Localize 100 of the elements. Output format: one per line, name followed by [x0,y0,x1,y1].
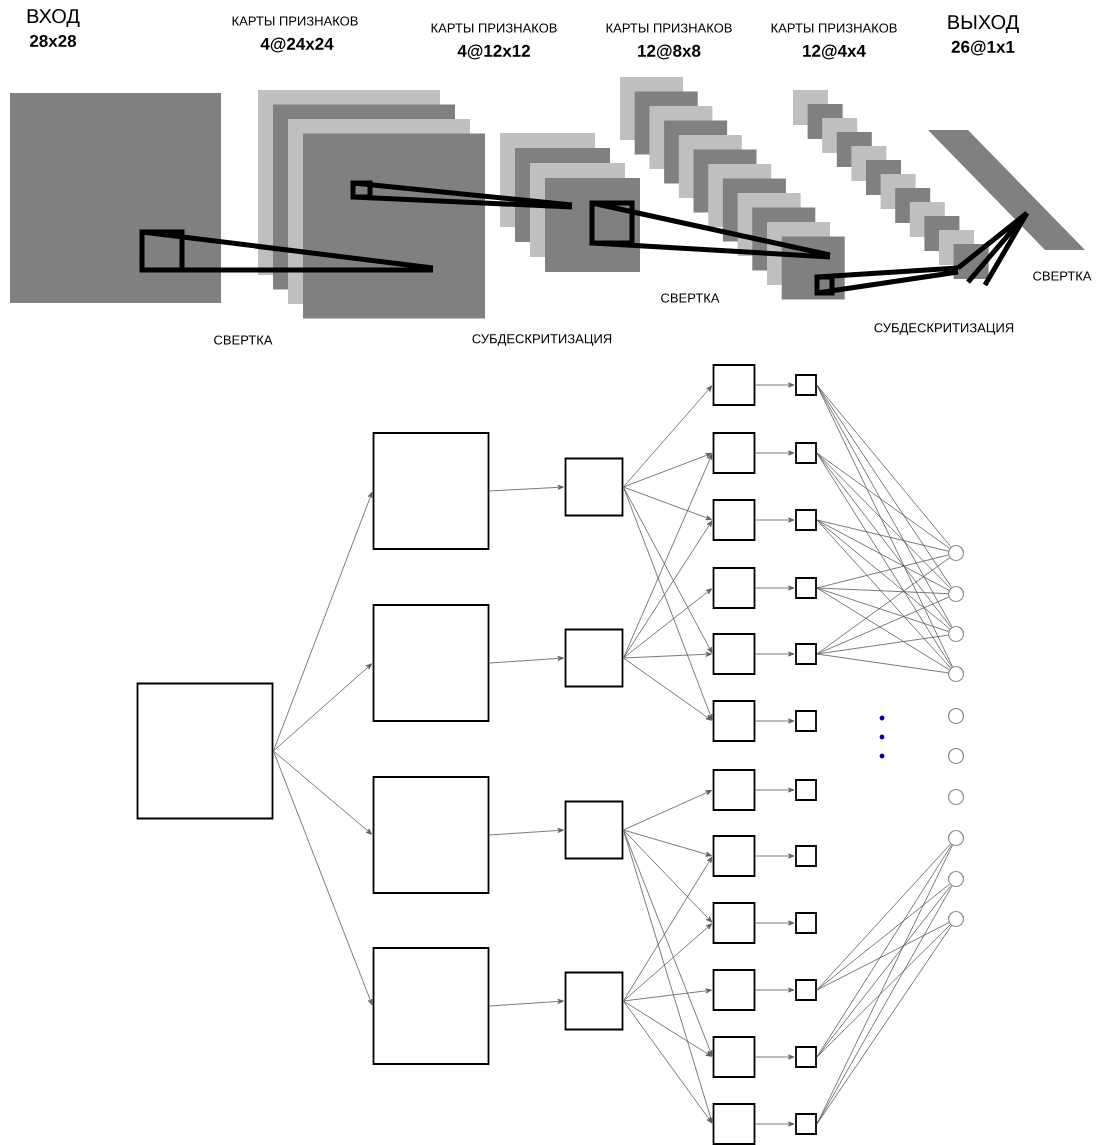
arrow [273,750,373,1006]
connector-line [816,883,951,991]
feature-map-box [564,457,624,517]
layer-size: 4@24x24 [260,37,334,53]
layer-size: 28x28 [29,35,77,47]
arrow [623,651,712,659]
feature-map-box [795,979,817,1001]
arrow [273,491,373,752]
feature-map-box [795,1113,817,1135]
arrow [489,655,564,664]
feature-map-box [712,902,756,944]
arrow [623,657,713,721]
operation-label: СВЕРТКА [661,293,720,303]
neuron-circle [947,910,965,928]
connector-line [816,452,950,549]
connector-line [816,519,949,552]
neuron-circle [947,665,965,683]
feature-map-box [712,769,756,811]
layer-title: КАРТЫ ПРИЗНАКОВ [606,23,732,33]
feature-map-box [795,577,817,599]
arrow [755,1054,795,1060]
layer-title: ВЫХОД [948,15,1019,33]
neuron-circle [947,707,965,725]
arrow [489,827,564,836]
connector-line [816,634,949,655]
feature-map-box [712,700,756,742]
feature-map-box [712,499,756,541]
arrow [623,923,713,1002]
feature-map-box [564,800,624,860]
feature-map-box [795,912,817,934]
arrow [623,790,712,831]
connector-line [816,587,950,671]
layer-size: 4@12x12 [457,44,530,60]
layer-title: КАРТЫ ПРИЗНАКОВ [232,16,358,26]
arrow [755,787,795,793]
feature-map-box [712,432,756,474]
feature-map-box [712,835,756,877]
connector-line [816,653,949,674]
feature-map-box [372,776,490,894]
feature-map-box [712,969,756,1011]
connector-line [816,843,951,991]
neuron-circle [947,870,965,888]
connector-line [816,452,953,668]
feature-map-box [795,779,817,801]
arrow [623,385,713,488]
arrow [755,920,795,926]
feature-map-box [372,947,490,1065]
arrow [623,453,713,659]
operation-label: СВЕРТКА [1033,271,1092,281]
feature-map-box [712,364,756,406]
feature-map-box [372,432,490,550]
operation-label: СУБДЕСКРИТИЗАЦИЯ [472,334,612,346]
arrow [623,1000,713,1057]
arrow [623,1000,713,1124]
arrow [755,450,795,456]
feature-map-box [712,1036,756,1078]
layer-title: КАРТЫ ПРИЗНАКОВ [431,23,557,33]
arrow [623,829,714,1124]
feature-map-box [564,628,624,688]
arrow [755,651,795,657]
arrow [623,988,712,1002]
arrow [623,829,713,923]
operation-label: СУБДЕСКРИТИЗАЦИЯ [874,323,1014,335]
arrow [755,987,795,993]
arrow [623,486,713,721]
neuron-circle [947,585,965,603]
neuron-circle [947,544,965,562]
feature-map-box [795,845,817,867]
connector-line [816,384,952,548]
feature-map-box [564,971,624,1031]
feature-map-box [712,567,756,609]
arrow [623,829,712,857]
feature-map-box [795,509,817,531]
layer-size: 26@1x1 [951,40,1015,56]
connector-line [816,596,949,655]
neuron-circle [947,829,965,847]
arrow [489,484,564,492]
feature-map-box [712,633,756,675]
arrow [755,517,795,523]
arrow [755,1121,795,1127]
feature-map-box [136,682,274,820]
layer-size: 12@8x8 [638,44,701,60]
arrow [273,663,373,752]
feature-map-box [372,604,490,722]
connector-line [816,925,952,1125]
feature-map-box [795,643,817,665]
connector-line [816,557,950,655]
feature-map-box [795,442,817,464]
feature-map-box [795,1046,817,1068]
arrow [623,588,713,659]
arrow [623,486,712,521]
arrow [623,856,713,1002]
arrow [489,998,564,1007]
arrow [755,585,795,591]
layer-title: КАРТЫ ПРИЗНАКОВ [771,23,897,33]
feature-map-box [795,710,817,732]
feature-map-box [712,1103,756,1145]
connector-line [816,452,952,628]
layer-title: ВХОД [27,9,80,27]
operation-label: СВЕРТКА [214,335,273,345]
